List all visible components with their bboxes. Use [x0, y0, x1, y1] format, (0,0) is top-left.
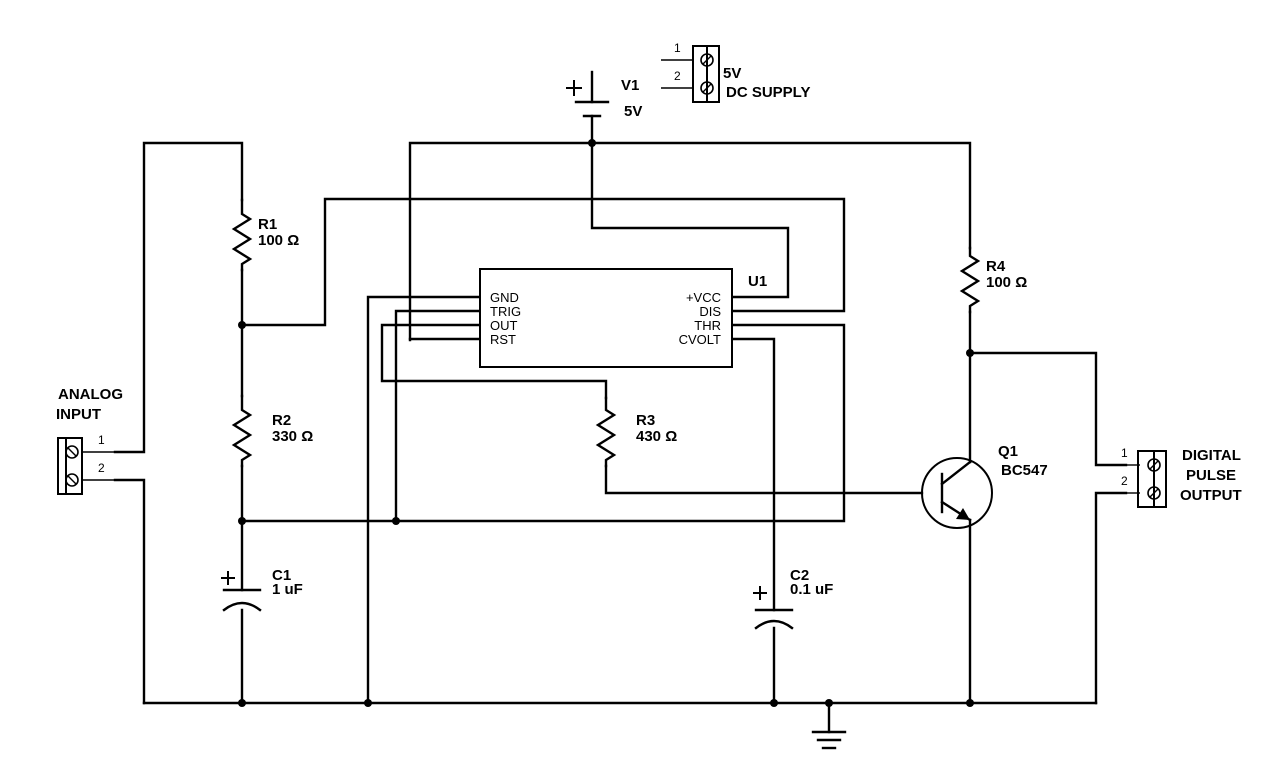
analog-input-label-1: ANALOG: [58, 386, 123, 403]
junction-dot: [825, 699, 833, 707]
capacitor-c1: C1 1 uF: [221, 567, 303, 612]
v1-value-label: 5V: [624, 103, 642, 120]
v1-ref-label: V1: [621, 77, 639, 94]
ic-u1: U1 GND TRIG OUT RST +VCC DIS THR CVOLT: [479, 268, 767, 368]
q1-ref-label: Q1: [998, 443, 1018, 460]
output-label-2: PULSE: [1186, 467, 1236, 484]
junction-dot: [392, 517, 400, 525]
analog-pin2-number: 2: [98, 461, 105, 475]
output-wire: [968, 351, 1128, 467]
output-label-3: OUTPUT: [1180, 487, 1242, 504]
ground-symbol: [811, 730, 847, 750]
junction-dot: [966, 699, 974, 707]
supply-label-dc: DC SUPPLY: [726, 84, 810, 101]
supply-pin1-number: 1: [674, 41, 681, 55]
vcc-rail-wire: [408, 141, 972, 342]
r2-value-label: 330 Ω: [272, 428, 313, 445]
u1-ref-label: U1: [748, 273, 767, 290]
analog-input-connector: ANALOG INPUT 1 2: [56, 386, 123, 495]
cvolt-wire: [718, 337, 776, 612]
u1-pin-gnd: GND: [490, 290, 519, 305]
analog-pin1-number: 1: [98, 433, 105, 447]
thr-wire: [240, 323, 846, 523]
dis-wire: [240, 197, 846, 327]
r4-ref-label: R4: [986, 258, 1006, 275]
q1-value-label: BC547: [1001, 462, 1048, 479]
junction-dot: [966, 349, 974, 357]
u1-pin-trig: TRIG: [490, 304, 521, 319]
output-pin1-number: 1: [1121, 446, 1128, 460]
junction-dot: [364, 699, 372, 707]
junction-dot: [238, 321, 246, 329]
out-wire: [380, 323, 608, 400]
r1-ref-label: R1: [258, 216, 277, 233]
capacitor-c2: C2 0.1 uF: [753, 567, 833, 630]
r3-ref-label: R3: [636, 412, 655, 429]
c1-value-label: 1 uF: [272, 581, 303, 598]
u1-pin-dis: DIS: [699, 304, 721, 319]
c1-ref-label: C1: [272, 567, 291, 584]
digital-output-connector: 1 2 DIGITAL PULSE OUTPUT: [1121, 446, 1242, 508]
u1-pin-thr: THR: [694, 318, 721, 333]
battery-v1: V1 5V: [566, 70, 642, 120]
output-gnd-wire: [1094, 491, 1128, 705]
u1-pin-vcc: +VCC: [686, 290, 721, 305]
r1-value-label: 100 Ω: [258, 232, 299, 249]
trig-wire: [394, 309, 482, 523]
c2-value-label: 0.1 uF: [790, 581, 833, 598]
resistor-r4: R4 100 Ω: [959, 246, 1027, 314]
junction-dot: [238, 517, 246, 525]
supply-pin2-number: 2: [674, 69, 681, 83]
wires: [113, 114, 1128, 734]
u1-pin-cvolt: CVOLT: [679, 332, 721, 347]
r2-ref-label: R2: [272, 412, 291, 429]
resistor-r2: R2 330 Ω: [231, 394, 313, 468]
c2-ref-label: C2: [790, 567, 809, 584]
r3-value-label: 430 Ω: [636, 428, 677, 445]
junction-dot: [588, 139, 596, 147]
output-label-1: DIGITAL: [1182, 447, 1241, 464]
junctions: [238, 139, 974, 707]
gnd-wire: [366, 295, 482, 705]
u1-pin-out: OUT: [490, 318, 518, 333]
u1-pin-rst: RST: [490, 332, 516, 347]
output-pin2-number: 2: [1121, 474, 1128, 488]
supply-label-5v: 5V: [723, 65, 741, 82]
junction-dot: [238, 699, 246, 707]
analog-gnd-wire: [113, 478, 146, 705]
transistor-q1: Q1 BC547: [921, 443, 1048, 529]
analog-input-label-2: INPUT: [56, 406, 101, 423]
r4-value-label: 100 Ω: [986, 274, 1027, 291]
resistor-r3: R3 430 Ω: [595, 396, 677, 468]
dc-supply-connector: 1 2 5V DC SUPPLY: [661, 41, 810, 103]
resistor-r1: R1 100 Ω: [231, 198, 299, 272]
r3-base-wire: [604, 464, 924, 495]
analog-input-wire: [113, 141, 244, 454]
junction-dot: [770, 699, 778, 707]
